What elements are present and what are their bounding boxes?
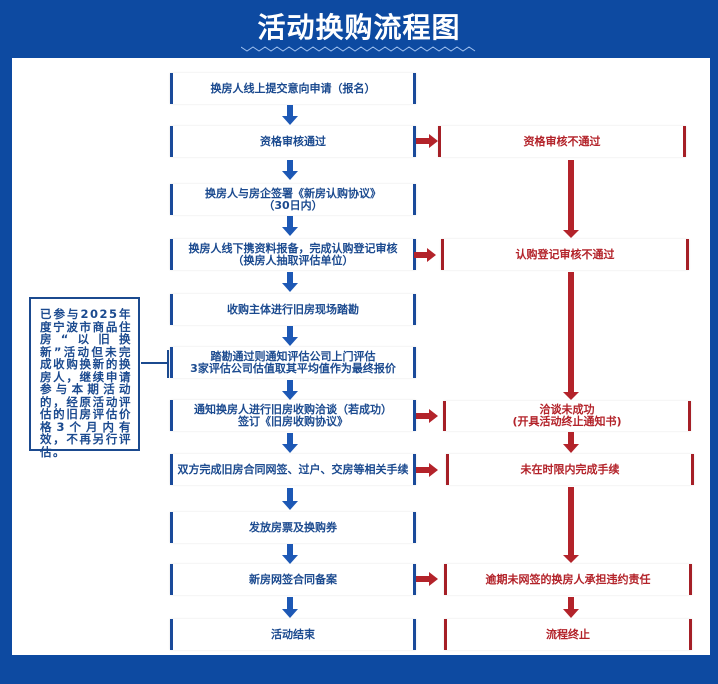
step-end: 活动结束 [170,619,416,650]
page-title: 活动换购流程图 [257,11,461,44]
down-arrow-icon [563,597,579,618]
down-arrow-icon [282,160,298,180]
step-issue-ticket: 发放房票及换购券 [170,512,416,543]
step-label: 新房网签合同备案 [249,572,337,586]
step-label: 收购主体进行旧房现场踏勘 [227,302,359,316]
down-arrow-icon [282,216,298,236]
fail-label: 资格审核不通过 [523,134,601,148]
down-arrow-icon [563,272,579,400]
step-label: 活动结束 [271,627,315,641]
step-label: 换房人线下携资料报备，完成认购登记审核 （换房人抽取评估单位） [188,241,398,267]
down-arrow-icon [282,272,298,292]
down-arrow-icon [563,160,579,238]
title-underline-wave [241,46,476,52]
right-arrow-icon [416,409,438,423]
step-label: 换房人线上提交意向申请（报名） [210,81,376,95]
step-label: 资格审核通过 [260,134,326,148]
fail-label: 认购登记审核不通过 [515,247,615,261]
fail-register: 认购登记审核不通过 [441,239,689,270]
right-arrow-icon [416,572,438,586]
fail-label: 洽谈未成功 (开具活动终止通知书) [512,403,622,428]
step-sign-new: 换房人与房企签署《新房认购协议》 （30日内） [170,184,416,215]
step-offline-register: 换房人线下携资料报备，完成认购登记审核 （换房人抽取评估单位） [170,239,416,270]
down-arrow-icon [282,380,298,400]
right-arrow-icon [414,248,436,262]
fail-label: 流程终止 [546,627,590,641]
step-label: 双方完成旧房合同网签、过户、交房等相关手续 [177,462,409,476]
step-transfer: 双方完成旧房合同网签、过户、交房等相关手续 [170,454,416,485]
down-arrow-icon [282,105,298,125]
step-label: 踏勘通过则通知评估公司上门评估 3家评估公司估值取其平均值作为最终报价 [190,349,396,375]
step-label: 发放房票及换购券 [249,520,337,534]
down-arrow-icon [282,488,298,510]
step-qualify-pass: 资格审核通过 [170,126,416,157]
step-negotiate: 通知换房人进行旧房收购洽谈（若成功） 签订《旧房收购协议》 [170,400,416,431]
side-note-connector [141,362,169,364]
fail-negotiate: 洽谈未成功 (开具活动终止通知书) [443,401,691,431]
fail-qualify: 资格审核不通过 [438,126,686,157]
fail-terminate: 流程终止 [444,619,692,650]
fail-label: 逾期未网签的换房人承担违约责任 [485,572,651,586]
right-arrow-icon [416,134,438,148]
step-label: 通知换房人进行旧房收购洽谈（若成功） 签订《旧房收购协议》 [194,402,392,428]
down-arrow-icon [282,544,298,564]
step-label: 换房人与房企签署《新房认购协议》 （30日内） [205,186,381,212]
down-arrow-icon [282,597,298,618]
step-file-contract: 新房网签合同备案 [170,564,416,595]
step-survey: 收购主体进行旧房现场踏勘 [170,294,416,325]
right-arrow-icon [416,463,438,477]
down-arrow-icon [282,326,298,346]
fail-label: 未在时限内完成手续 [520,462,620,476]
fail-timeout: 未在时限内完成手续 [446,454,694,485]
step-apply: 换房人线上提交意向申请（报名） [170,73,416,104]
fail-breach: 逾期未网签的换房人承担违约责任 [444,564,692,595]
side-note-connector-bracket [167,350,169,378]
down-arrow-icon [282,433,298,453]
side-note: 已参与2025年度宁波市商品住房“以旧换新”活动但未完成收购换新的换房人，继续申… [29,297,140,458]
step-appraise: 踏勘通过则通知评估公司上门评估 3家评估公司估值取其平均值作为最终报价 [170,347,416,378]
down-arrow-icon [563,432,579,453]
down-arrow-icon [563,487,579,563]
